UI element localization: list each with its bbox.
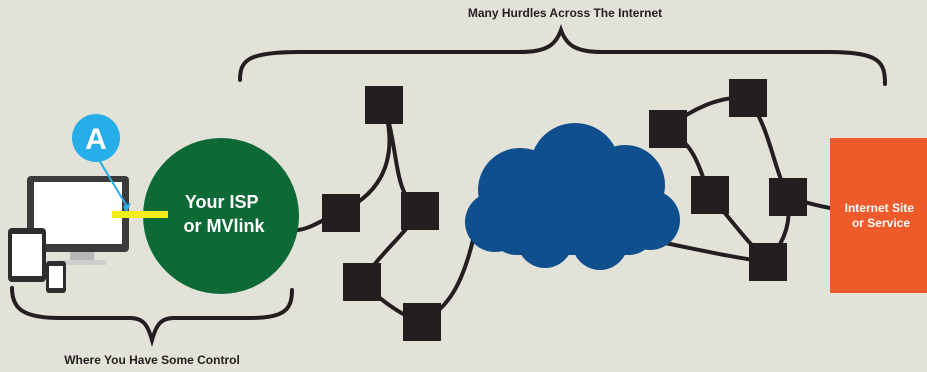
router-node — [401, 192, 439, 230]
site-label-line2: or Service — [852, 216, 910, 230]
phone-icon — [46, 261, 66, 293]
user-devices — [8, 176, 129, 293]
internet-brace-label: Many Hurdles Across The Internet — [468, 6, 662, 20]
isp-label: Your ISP or MVlink — [183, 192, 265, 236]
isp-label-line2: or MVlink — [183, 216, 265, 236]
internet-brace — [238, 24, 887, 86]
router-node — [749, 243, 787, 281]
internet-cloud — [465, 123, 680, 270]
router-node — [769, 178, 807, 216]
marker-pointer — [95, 154, 129, 209]
marker-label: A — [85, 123, 107, 156]
control-brace — [10, 286, 294, 348]
router-node — [365, 86, 403, 124]
site-label-line1: Internet Site — [845, 201, 915, 215]
router-node — [691, 176, 729, 214]
router-node — [729, 79, 767, 117]
router-nodes — [322, 79, 807, 341]
marker-circle — [72, 114, 120, 162]
tablet-icon — [8, 228, 46, 282]
router-node — [322, 194, 360, 232]
router-node — [403, 303, 441, 341]
control-highlight-bar — [112, 211, 168, 218]
isp-circle — [143, 138, 299, 294]
router-node — [649, 110, 687, 148]
site-label: Internet Site or Service — [845, 201, 918, 230]
control-brace-label: Where You Have Some Control — [64, 353, 240, 367]
desktop-monitor-icon — [27, 176, 129, 265]
isp-label-line1: Your ISP — [185, 192, 259, 212]
router-node — [343, 263, 381, 301]
internet-site-box — [830, 138, 927, 293]
